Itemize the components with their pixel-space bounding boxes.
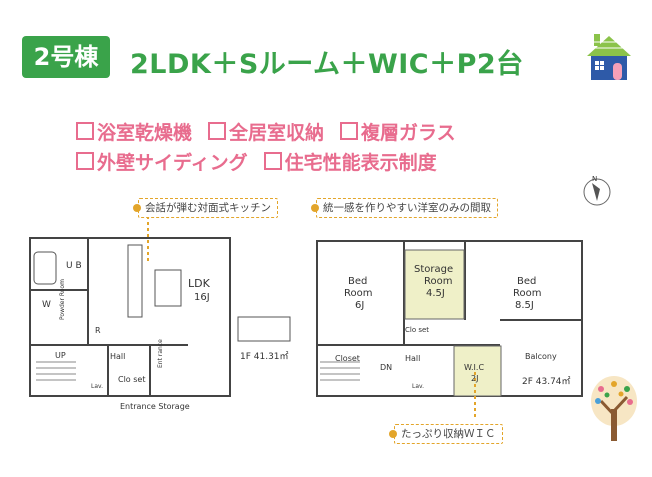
feature-item: 住宅性能表示制度 <box>264 152 437 174</box>
floor2-area: 2F 43.74㎡ <box>522 376 571 387</box>
balcony-label: Balcony <box>525 352 557 361</box>
hall-1f-label: Hall <box>110 352 125 361</box>
floor2-outline <box>316 240 583 397</box>
lav-2f-label: Lav. <box>412 383 424 390</box>
storage-room-label: Room <box>424 276 452 287</box>
floor1-outline <box>29 237 231 397</box>
hall-2f-label: Hall <box>405 354 420 363</box>
entrance-label: Ent rance <box>157 339 164 368</box>
washer-label: W <box>42 300 51 310</box>
bed2-label: Bed <box>517 276 536 287</box>
bed1-size: 6J <box>355 300 364 311</box>
building-badge: 2号棟 <box>22 36 110 78</box>
wic-label: W.I.C <box>464 363 484 372</box>
feature-item: 複層ガラス <box>340 122 456 144</box>
bed1-label: Bed <box>348 276 367 287</box>
feature-item: 浴室乾燥機 <box>76 122 192 144</box>
storage-label: Storage <box>414 264 453 275</box>
compass-icon: N <box>583 175 611 206</box>
western-room-note: 統一感を作りやすい洋室のみの間取 <box>311 198 498 218</box>
wic-fill <box>453 345 502 397</box>
tree-icon <box>591 376 637 441</box>
feature-item: 全居室収納 <box>208 122 324 144</box>
compass-north-label: N <box>592 175 597 183</box>
bed1-room-label: Room <box>344 288 372 299</box>
closet-1f-label: Clo set <box>118 375 145 384</box>
fridge-label: R <box>95 326 101 335</box>
kitchen-note: 会話が弾む対面式キッチン <box>133 198 278 218</box>
feature-row-1: 浴室乾燥機全居室収納複層ガラス <box>76 118 472 145</box>
bed2-room-label: Room <box>513 288 541 299</box>
wic-size: 2J <box>471 374 478 383</box>
lav-1f-label: Lav. <box>91 383 103 390</box>
ldk-label: LDK <box>188 277 211 290</box>
storage-room-fill <box>404 249 465 320</box>
floor1-area: 1F 41.31㎡ <box>240 351 289 362</box>
ldk-size: 16J <box>194 292 210 303</box>
up-label: UP <box>55 351 66 360</box>
feature-row-2: 外壁サイディング住宅性能表示制度 <box>76 148 453 175</box>
feature-item: 外壁サイディング <box>76 152 248 174</box>
powder-room-label: Powder Room <box>59 279 66 320</box>
bed2-size: 8.5J <box>515 300 534 311</box>
closet-small-label: Clo set <box>405 326 429 334</box>
storage-size: 4.5J <box>426 288 445 299</box>
house-icon <box>587 34 631 80</box>
ub-label: U B <box>66 261 82 271</box>
dn-label: DN <box>380 363 392 372</box>
entrance-storage-label: Entrance Storage <box>120 402 190 411</box>
wic-note: たっぷり収納ＷＩＣ <box>389 424 503 444</box>
closet-2f-label: Closet <box>335 354 360 363</box>
layout-headline: 2LDK＋Sルーム＋WIC＋P2台 <box>130 49 524 80</box>
